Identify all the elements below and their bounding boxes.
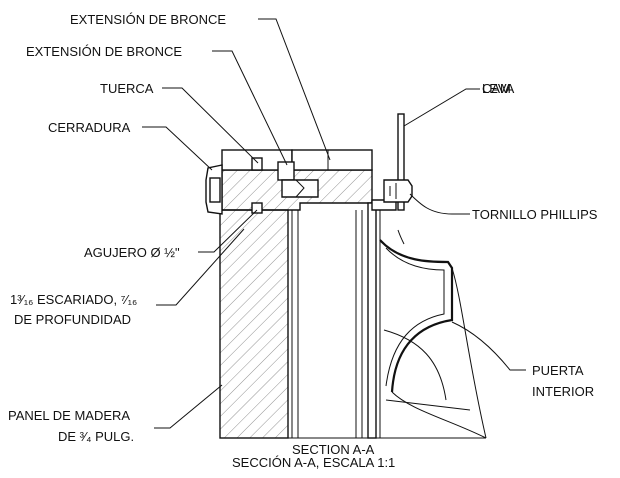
phillips-screw-head [383, 179, 413, 203]
label-nut: TUERCA [100, 81, 154, 96]
wood-panel [219, 209, 289, 439]
inner-door-ring-2 [385, 399, 471, 411]
leader-hole [198, 209, 258, 253]
label-counterbore-1: 1³⁄₁₆ ESCARIADO, ⁷⁄₁₆ [10, 292, 137, 307]
section-title: SECTION A-A [292, 442, 375, 457]
label-cam-overlap: LEVA [482, 81, 515, 96]
shaft-notch [295, 179, 305, 198]
leader-cam [403, 88, 480, 127]
label-inner-door-2: INTERIOR [532, 384, 594, 399]
inner-door-inner [385, 247, 445, 387]
leader-nut [162, 87, 259, 164]
cam-plate [397, 113, 405, 211]
nut-block [277, 161, 295, 181]
lock-tailpiece [281, 179, 319, 198]
label-wood-panel-1: PANEL DE MADERA [8, 408, 130, 423]
inner-door-outer [379, 239, 454, 393]
thread-insert-lower [251, 202, 263, 214]
label-wood-panel-2: DE ³⁄₄ PULG. [58, 429, 134, 444]
bronze-extension-right [291, 149, 373, 171]
leader-counterbore [156, 228, 245, 306]
label-lock: CERRADURA [48, 120, 131, 135]
label-hole: AGUJERO Ø ½" [84, 245, 180, 260]
inner-door-ring-1 [383, 329, 447, 401]
leader-inner-door [451, 321, 526, 371]
label-cam: CAM [482, 81, 511, 96]
leader-lock [142, 126, 213, 171]
key-slot [209, 177, 221, 203]
leader-bronze-extension-top [258, 18, 331, 161]
frame-rail [367, 202, 377, 439]
label-counterbore-2: DE PROFUNDIDAD [14, 312, 131, 327]
label-inner-door-1: PUERTA [532, 363, 584, 378]
label-phillips-screw: TORNILLO PHILLIPS [472, 207, 598, 222]
leader-bronze-extension-second [212, 50, 288, 166]
inner-door-flange [451, 267, 487, 439]
leader-wood-panel [154, 384, 223, 429]
inner-door-skirt [391, 391, 487, 439]
label-bronze-extension-second: EXTENSIÓN DE BRONCE [26, 44, 182, 59]
label-bronze-extension-top: EXTENSIÓN DE BRONCE [70, 12, 226, 27]
inner-door-lip [397, 229, 405, 245]
leader-phillips-screw [409, 193, 470, 215]
section-caption: SECCIÓN A-A, ESCALA 1:1 [232, 455, 395, 470]
thread-insert-upper [251, 157, 263, 171]
